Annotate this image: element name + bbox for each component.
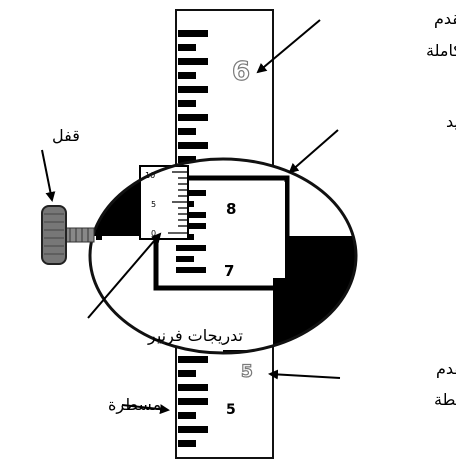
rod-number-tenths-bottom: 5: [226, 402, 236, 418]
vernier-label-0: 0: [151, 229, 156, 238]
label-vernier: تدريجات فرنير: [147, 326, 243, 346]
leader-lines: [41, 19, 341, 415]
rod-number-intermediate: 5: [241, 362, 253, 382]
arrow-ruler: [121, 404, 170, 415]
rod-tick-marks-lower: [178, 356, 208, 447]
lock-screw-knob: [41, 205, 67, 265]
label-intermediate-foot-marks-2: الوسيطة: [434, 390, 456, 410]
rod-number-full-foot: 6: [232, 57, 250, 87]
arrow-target-disk: [288, 129, 339, 174]
arrow-full-foot-marks: [256, 19, 321, 74]
arrow-vernier: [87, 232, 162, 319]
labels: علامات القدم الكاملة قرص تسديد قفل تدريج…: [52, 9, 456, 415]
arrow-intermediate-foot-marks: [268, 369, 341, 380]
vernier-label-5: 5: [151, 200, 156, 209]
lock-screw-shaft: [63, 227, 95, 243]
label-full-foot-marks-2: الكاملة: [426, 41, 456, 60]
label-intermediate-foot-marks-1: علامات القدم: [436, 359, 456, 378]
label-full-foot-marks-1: علامات القدم: [434, 9, 456, 28]
leveling-rod: 6 5 5: [175, 9, 274, 459]
window-number-7: 7: [224, 262, 234, 280]
label-target-disk: قرص تسديد: [446, 112, 456, 132]
window-number-8: 8: [226, 200, 236, 218]
label-lock: قفل: [52, 126, 80, 145]
rod-tick-marks-upper: [178, 30, 208, 163]
label-ruler: مسطرة: [108, 395, 161, 415]
lock-screw: [41, 205, 102, 265]
rod-upper: [175, 9, 274, 181]
arrow-lock: [41, 149, 56, 202]
target-disk-outline: [88, 157, 358, 355]
vernier-ticks: [168, 171, 188, 234]
